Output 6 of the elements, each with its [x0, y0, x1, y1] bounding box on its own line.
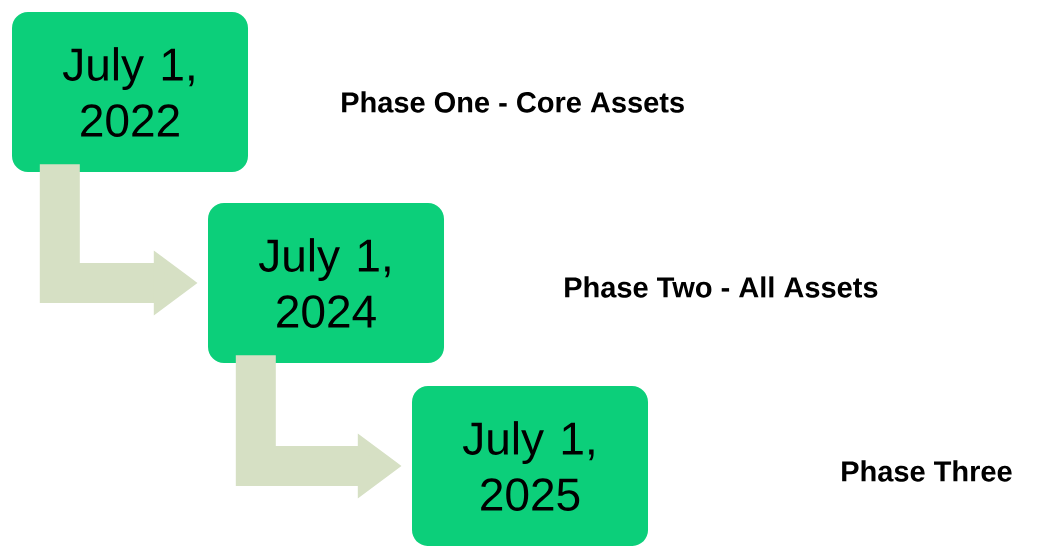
phase-label: Phase Two - All Assets	[565, 276, 878, 298]
phase-label: Phase One - Core Assets	[342, 91, 684, 113]
date-box: July 1, 2022	[12, 12, 248, 172]
date-box: July 1, 2024	[208, 203, 444, 363]
date-box: July 1, 2025	[412, 386, 648, 546]
phase-label: Phase Three	[842, 460, 1012, 482]
